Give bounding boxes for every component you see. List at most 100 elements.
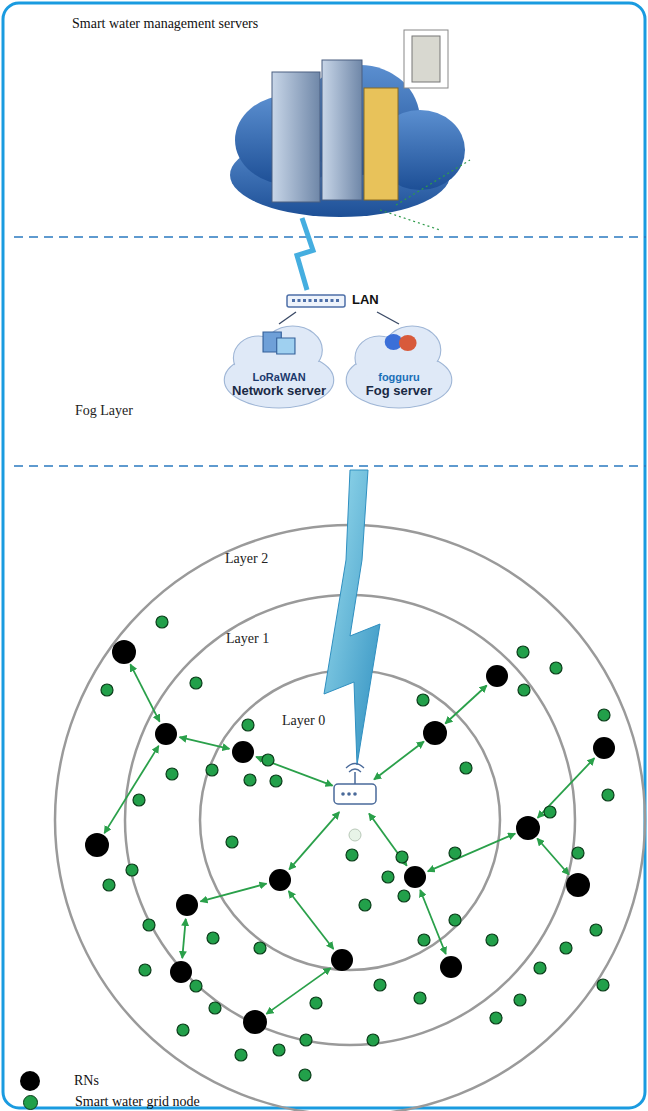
grid-node-dot [101,684,113,696]
divider-line [14,465,646,467]
grid-node-dot [156,616,168,628]
cloud-outline [344,322,454,412]
legend-swatch [23,1095,38,1110]
legend-row: Smart water grid node [20,1094,200,1110]
grid-node-dot [206,764,218,776]
legend-swatch [20,1071,40,1091]
grid-node-dot [166,768,178,780]
grid-node-dot [598,709,610,721]
link-arrow [266,968,330,1014]
grid-node-dot [367,1034,379,1046]
grid-node-dot [226,836,238,848]
grid-node-dot [414,992,426,1004]
relay-node-dot [85,833,109,857]
legend-text: RNs [74,1073,99,1089]
text-stack: Smart water management servers [72,16,258,32]
grid-node-dot [177,1024,189,1036]
text-stack: fogguruFog server [344,371,454,398]
link-arrow [445,685,486,723]
relay-node-dot [516,816,540,840]
node-label: LAN [352,292,379,307]
link-arrow [104,746,158,833]
link-arrow [537,839,569,875]
grid-node-dot [262,754,274,766]
grid-node-dot [460,762,472,774]
lan-cable [377,312,399,324]
relay-node-dot [112,640,136,664]
link-arrow [289,891,334,949]
grid-node-dot [398,890,410,902]
grid-node-dot [143,919,155,931]
layer-caption: Fog Layer [75,403,133,419]
grid-node-dot [254,942,266,954]
grid-node-dot [449,847,461,859]
ring-label: Layer 2 [225,551,268,567]
relay-node-dot [176,894,198,916]
wireless-link [297,218,313,290]
wireless-bolt [324,470,380,765]
switch-icon [286,294,346,308]
node-label: fogguru [344,371,454,383]
link-arrow [130,664,159,721]
divider-line [14,236,646,238]
server-cloud-box: LoRaWANNetwork server [222,322,336,412]
relay-node-dot [243,1010,267,1034]
grid-node-dot [534,962,546,974]
gateway-icon [334,764,376,842]
grid-node-dot [486,934,498,946]
lan-switch: LAN [286,290,387,312]
grid-node-dot [374,979,386,991]
grid-node-dot [518,684,530,696]
grid-node-dot [310,997,322,1009]
grid-node-dot [514,994,526,1006]
grid-node-dot [382,871,394,883]
grid-node-dot [417,694,429,706]
region-title: Smart water management servers [72,16,258,32]
grid-node-dot [396,851,408,863]
node-label: Network server [222,383,336,398]
relay-node-dot [331,949,353,971]
link-arrow [182,919,186,958]
relay-node-dot [269,869,291,891]
grid-node-dot [346,849,358,861]
grid-node-dot [418,934,430,946]
grid-node-dot [242,719,254,731]
relay-node-dot [155,723,177,745]
node-label: Fog server [344,383,454,398]
grid-node-dot [560,942,572,954]
grid-node-dot [235,1049,247,1061]
text-stack: LAN [352,292,379,307]
grid-node-dot [190,677,202,689]
relay-node-dot [404,866,426,888]
link-arrow [428,834,515,872]
server-region: Smart water management servers [60,8,310,218]
legend-text: Smart water grid node [75,1094,200,1110]
relay-node-dot [566,873,590,897]
relay-node-dot [593,737,615,759]
grid-node-dot [133,794,145,806]
grid-node-dot [244,774,256,786]
grid-node-dot [126,864,138,876]
server-cloud-box: fogguruFog server [344,322,454,412]
relay-node-dot [170,961,192,983]
relay-node-dot [486,665,508,687]
relay-node-dot [232,741,254,763]
grid-node-dot [139,964,151,976]
relay-node-dot [440,956,462,978]
ring-label: Layer 1 [226,631,269,647]
grid-node-dot [590,924,602,936]
grid-node-dot [517,646,529,658]
grid-node-dot [544,806,556,818]
text-stack: LoRaWANNetwork server [222,371,336,398]
grid-node-dot [299,1069,311,1081]
node-label: LoRaWAN [222,371,336,383]
grid-node-dot [207,932,219,944]
grid-node-dot [490,1012,502,1024]
grid-node-dot [550,662,562,674]
frame-border [3,3,645,1108]
grid-node-dot [270,775,282,787]
relay-node-dot [423,721,447,745]
grid-node-dot [273,1044,285,1056]
